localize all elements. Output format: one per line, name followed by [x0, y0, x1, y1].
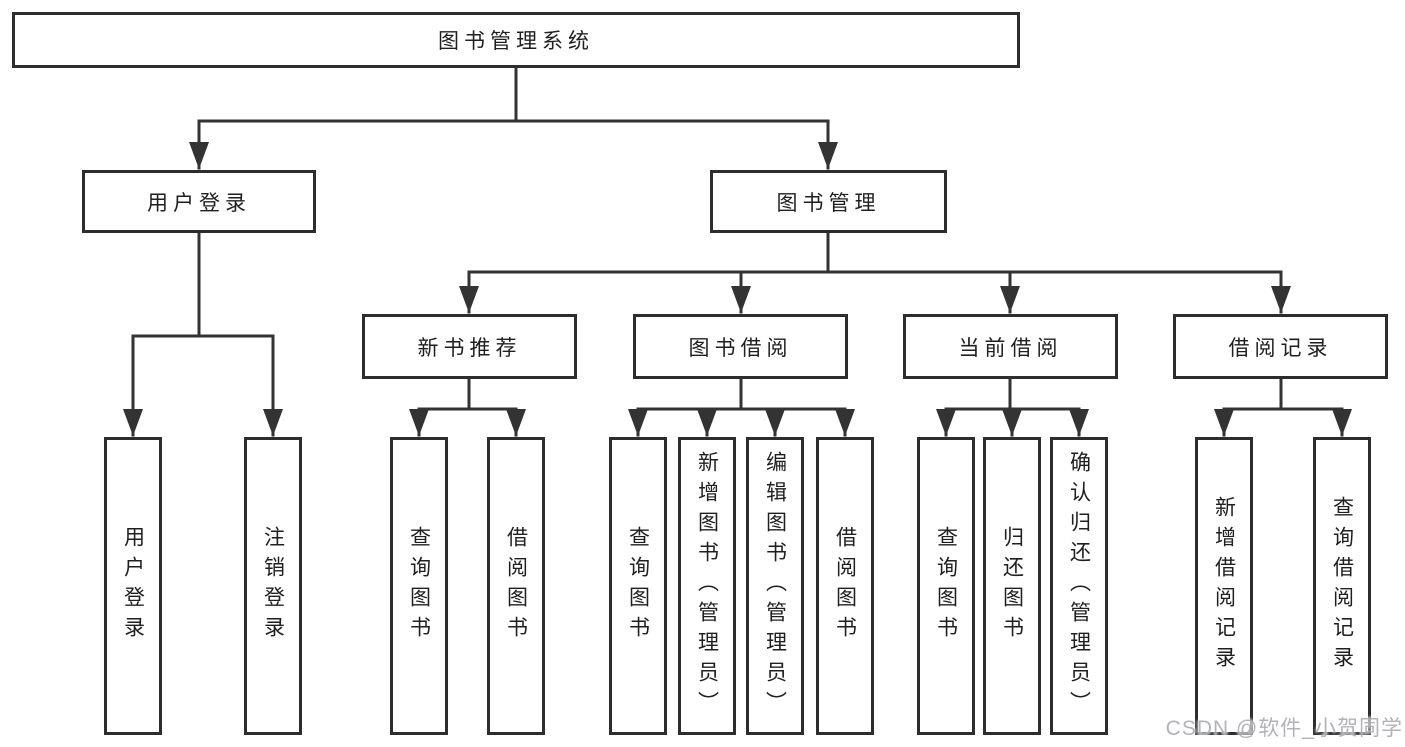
node-label: 当前借阅: [958, 336, 1063, 360]
leaf-query-books-borrow: 查询图书: [609, 437, 667, 735]
node-book-borrow: 图书借阅: [633, 314, 848, 379]
node-current-borrow: 当前借阅: [903, 314, 1118, 379]
node-label: 查询图书: [934, 526, 958, 646]
node-book-management: 图书管理: [710, 170, 947, 233]
leaf-confirm-return-admin: 确认归还（管理员）: [1050, 437, 1108, 735]
node-label: 借阅记录: [1228, 336, 1333, 360]
node-label: 借阅图书: [504, 526, 528, 646]
leaf-add-book-admin: 新增图书（管理员）: [678, 437, 736, 735]
node-label: 图书借阅: [688, 336, 793, 360]
node-label: 归还图书: [1000, 526, 1024, 646]
node-label: 查询借阅记录: [1330, 496, 1354, 676]
leaf-return-book: 归还图书: [983, 437, 1041, 735]
node-label: 编辑图书（管理员）: [763, 451, 787, 721]
node-label: 图书管理系统: [438, 30, 594, 53]
leaf-edit-book-admin: 编辑图书（管理员）: [746, 437, 804, 735]
leaf-query-books-recommend: 查询图书: [390, 437, 448, 735]
node-label: 新书推荐: [417, 336, 522, 360]
node-label: 确认归还（管理员）: [1067, 451, 1091, 721]
node-label: 查询图书: [626, 526, 650, 646]
node-root-library-system: 图书管理系统: [12, 12, 1020, 68]
node-label: 用户登录: [147, 191, 251, 215]
leaf-add-borrow-record: 新增借阅记录: [1195, 437, 1253, 735]
leaf-query-books-current: 查询图书: [917, 437, 975, 735]
node-label: 图书管理: [776, 191, 881, 215]
leaf-borrow-books: 借阅图书: [816, 437, 874, 735]
node-label: 新增图书（管理员）: [695, 451, 719, 721]
leaf-logout: 注销登录: [244, 437, 302, 735]
leaf-user-login: 用户登录: [104, 437, 162, 735]
node-label: 查询图书: [407, 526, 431, 646]
node-label: 借阅图书: [833, 526, 857, 646]
leaf-borrow-books-recommend: 借阅图书: [487, 437, 545, 735]
node-label: 新增借阅记录: [1212, 496, 1236, 676]
node-new-book-recommend: 新书推荐: [362, 314, 577, 379]
node-label: 注销登录: [261, 526, 285, 646]
leaf-query-borrow-record: 查询借阅记录: [1313, 437, 1371, 735]
csdn-watermark: CSDN @软件_小贺同学: [1165, 717, 1403, 740]
node-user-login: 用户登录: [82, 170, 316, 233]
node-label: 用户登录: [121, 526, 145, 646]
node-borrow-records: 借阅记录: [1173, 314, 1388, 379]
